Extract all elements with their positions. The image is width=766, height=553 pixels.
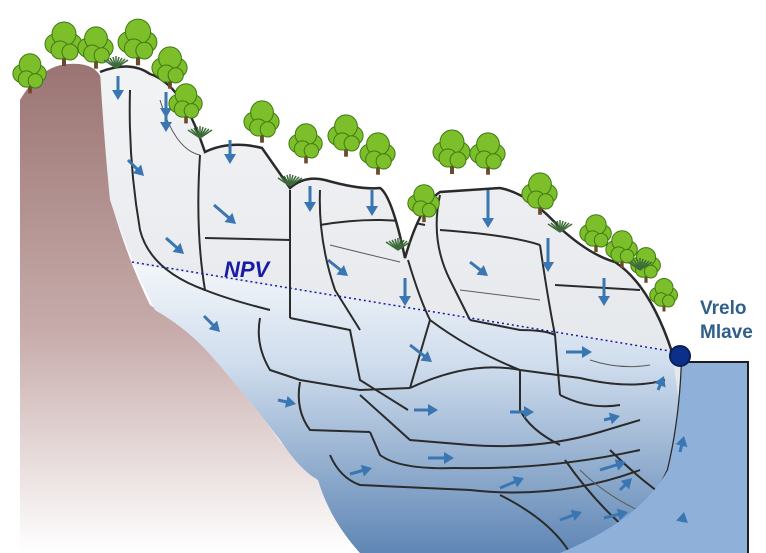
flow-arrow-icon (675, 436, 688, 453)
flow-arrow-icon (566, 346, 592, 358)
tree-icon (407, 184, 440, 223)
flow-arrow-icon (202, 314, 220, 332)
flow-arrows (112, 76, 688, 523)
flow-arrow-icon (469, 260, 488, 276)
flow-arrow-icon (160, 102, 172, 132)
grass-tuft-icon (547, 220, 573, 233)
flow-arrow-icon (603, 412, 620, 425)
minor-fractures (159, 99, 661, 521)
flow-arrow-icon (598, 278, 610, 306)
tree-icon (579, 214, 612, 253)
tree-icon (44, 21, 83, 66)
spring-name-line-2: Mlave (700, 322, 753, 343)
grass-tuft-icon (385, 238, 411, 251)
slope-terrain (20, 63, 352, 553)
tree-icon (12, 53, 47, 94)
flow-arrow-icon (304, 186, 316, 212)
tree-icon (151, 46, 188, 89)
spring-dot-icon (669, 345, 691, 367)
flow-arrow-icon (126, 158, 144, 176)
tree-icon (432, 129, 471, 174)
flow-arrow-icon (428, 452, 454, 464)
tree-icon (649, 278, 678, 312)
spring-name-line-1: Vrelo (700, 298, 747, 319)
flow-arrow-icon (676, 512, 688, 523)
tree-icon (77, 26, 114, 69)
tree-icon (288, 123, 323, 164)
grass-tuft-icon (627, 258, 653, 271)
tree-icon (243, 100, 280, 143)
flow-arrow-icon (399, 278, 411, 306)
flow-arrow-icon (603, 508, 628, 521)
flow-arrow-icon (366, 190, 378, 216)
tree-icon (117, 18, 158, 66)
pool-edge (682, 361, 749, 553)
flow-arrow-icon (224, 140, 236, 164)
flow-arrow-icon (499, 476, 524, 490)
spring-pool (560, 362, 748, 553)
flow-arrow-icon (112, 76, 124, 100)
water-table-label: NPV (224, 257, 270, 282)
flow-arrow-icon (213, 203, 236, 224)
tree-icon (469, 132, 506, 175)
water-table-line (131, 261, 677, 353)
flow-arrow-icon (409, 343, 432, 362)
grass-tuft-icon (103, 56, 129, 69)
tree-icon (168, 83, 203, 124)
flow-arrow-icon (510, 406, 534, 418)
flow-arrow-icon (327, 258, 348, 276)
flow-arrow-icon (482, 190, 494, 228)
tree-icon (605, 230, 638, 269)
grass-tuft-icon (277, 174, 303, 187)
tree-icon (521, 172, 558, 215)
flow-arrow-icon (165, 236, 184, 254)
flow-arrow-icon (618, 478, 632, 492)
grass-tuft-icon (187, 126, 213, 139)
tree-icon (359, 132, 396, 175)
flow-arrow-icon (542, 238, 554, 272)
flow-arrow-icon (349, 464, 372, 477)
vegetation (12, 18, 678, 312)
flow-arrow-icon (414, 404, 438, 416)
flow-arrow-icon (654, 376, 666, 391)
flow-arrow-icon (277, 395, 296, 408)
spring-name-label: Vrelo Mlave (700, 297, 753, 345)
tree-icon (327, 114, 364, 157)
flow-arrow-icon (559, 509, 582, 522)
flow-arrow-icon (599, 459, 626, 472)
